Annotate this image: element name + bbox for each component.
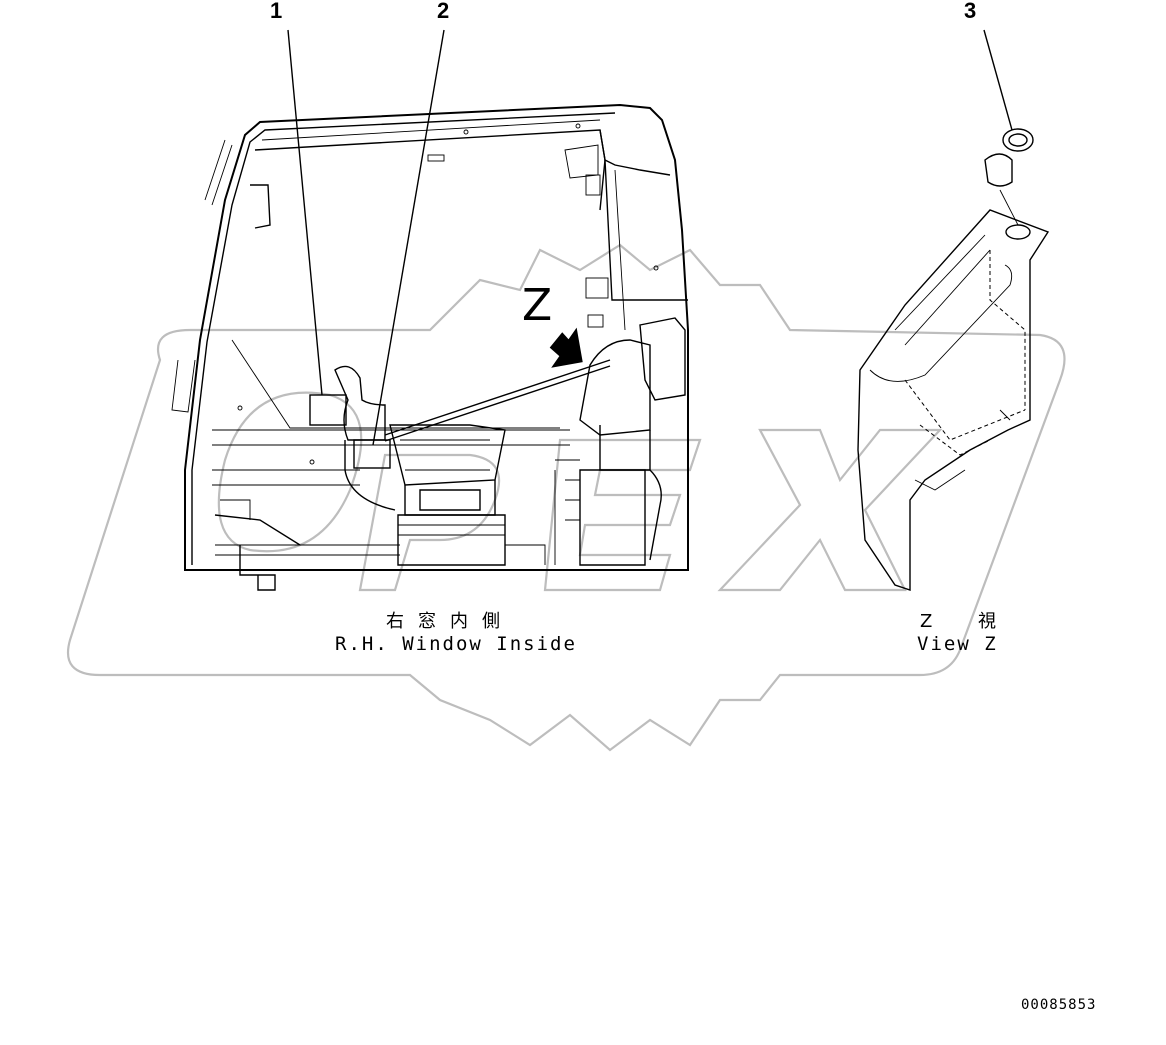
decal-2: [353, 439, 391, 469]
caption-view-z-en: View Z: [917, 633, 998, 655]
caption-rh-window-en: R.H. Window Inside: [335, 633, 577, 655]
cab-drawing: [171, 103, 689, 591]
view-z-marker: Z: [522, 280, 553, 331]
view-z-drawing: [857, 128, 1050, 591]
watermark-gear: [66, 243, 1066, 752]
document-number: 00085853: [1021, 997, 1097, 1013]
decal-1: [309, 394, 347, 426]
view-z-arrow: [549, 327, 583, 368]
callout-2: 2: [437, 0, 450, 23]
caption-view-z-jp: Z 視: [920, 611, 1017, 632]
caption-rh-window-jp: 右窓内側: [386, 611, 514, 632]
callout-3: 3: [964, 0, 977, 23]
leader-lines: [287, 29, 1013, 446]
callout-1: 1: [270, 0, 283, 23]
